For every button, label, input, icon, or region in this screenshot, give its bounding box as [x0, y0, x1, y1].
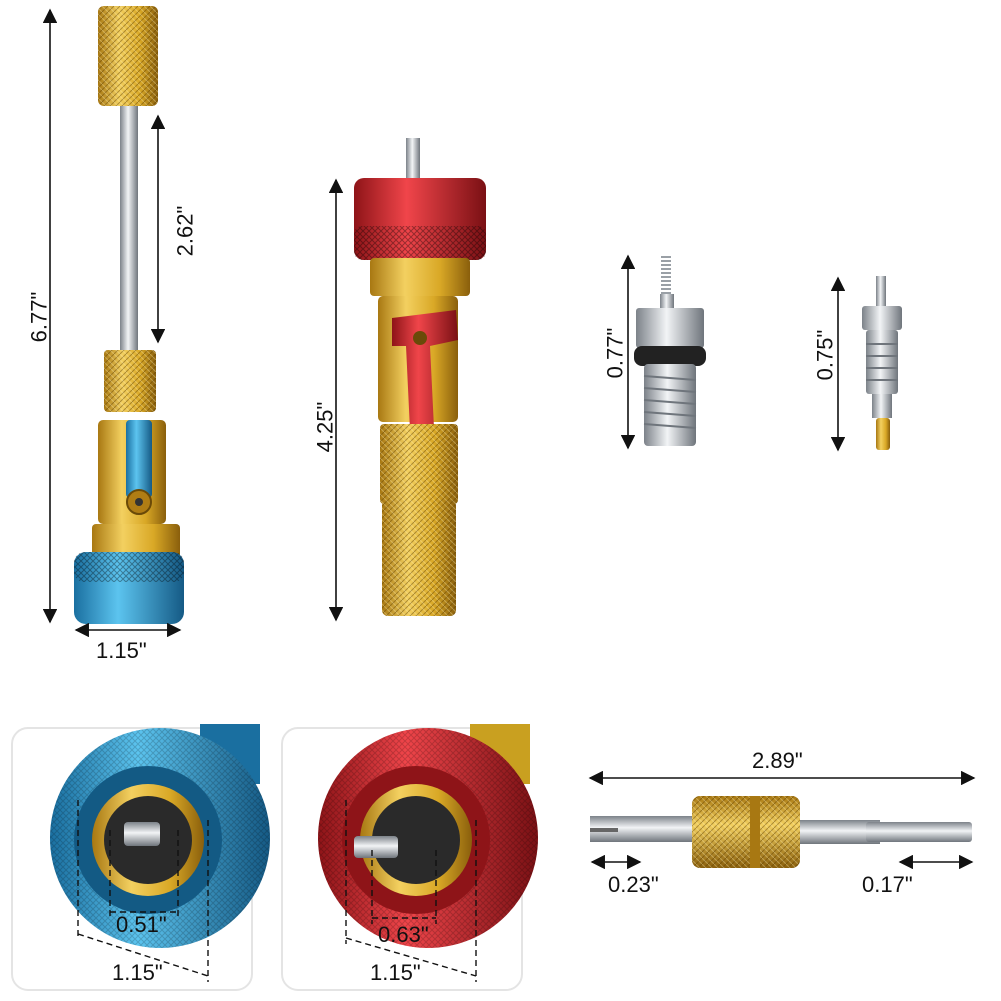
dashed-guides: [77, 800, 477, 982]
wrench-length-label: 2.89": [752, 748, 803, 773]
core-large-height-label: 0.77": [602, 327, 628, 379]
valve-core-small: [862, 276, 902, 450]
red-lever: [392, 310, 458, 430]
valve-core-large: [634, 256, 706, 446]
blue-width-label: 1.15": [96, 638, 147, 663]
wrench-left-tip-label: 0.23": [608, 872, 659, 897]
blue-inner-diameter-label: 0.51": [116, 912, 167, 937]
blue-outer-diameter-label: 1.15": [112, 960, 163, 985]
red-coupler-tool: [354, 138, 486, 616]
wrench-right-tip-label: 0.17": [862, 872, 913, 897]
red-total-height-label: 4.25": [312, 401, 338, 453]
red-outer-diameter-label: 1.15": [370, 960, 421, 985]
blue-lever: [126, 420, 152, 498]
blue-coupler-tool: [74, 6, 184, 624]
blue-coupler-closeup: [11, 724, 270, 991]
red-inner-diameter-label: 0.63": [378, 922, 429, 947]
blue-total-height-label: 6.77": [26, 291, 52, 343]
core-small-height-label: 0.75": [812, 329, 838, 381]
red-coupler-closeup: [281, 724, 538, 991]
steel-shaft: [120, 106, 138, 350]
blue-shaft-length-label: 2.62": [172, 205, 198, 257]
double-ended-wrench: [590, 796, 972, 868]
dimension-lines: [42, 8, 976, 870]
